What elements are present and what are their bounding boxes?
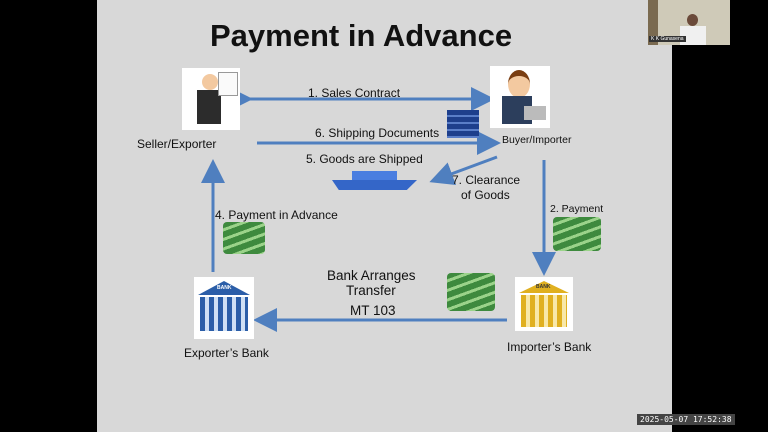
step-7-label-line1: 7. Clearance: [452, 173, 521, 187]
step-1-label: 1. Sales Contract: [308, 86, 401, 100]
timestamp: 2025-05-07 17:52:38: [637, 414, 735, 425]
buyer-label: Buyer/Importer: [502, 134, 572, 146]
participant-silhouette: [678, 14, 708, 45]
slide-title: Payment in Advance: [210, 18, 513, 53]
seller-figure: [182, 68, 240, 130]
seller-label: Seller/Exporter: [137, 137, 217, 151]
bank-sign: BANK: [217, 285, 232, 291]
step-2-label: 2. Payment: [550, 203, 604, 215]
participant-video-tile[interactable]: K K Gunasena: [648, 0, 730, 45]
bank-arranges-label: Bank Arranges: [327, 268, 416, 283]
buyer-figure: [490, 66, 550, 128]
mt103-label: MT 103: [350, 303, 396, 318]
documents-icon: [447, 110, 479, 138]
step-4-label: 4. Payment in Advance: [215, 208, 338, 222]
step-7-label-line2: of Goods: [461, 188, 510, 202]
participant-name: K K Gunasena: [649, 36, 686, 42]
transfer-label: Transfer: [346, 283, 396, 298]
step-6-label: 6. Shipping Documents: [315, 126, 440, 140]
importer-bank-icon: BANK: [515, 277, 573, 331]
importer-bank-label: Importer’s Bank: [507, 340, 592, 354]
money-icon: [447, 273, 495, 311]
bank-sign: BANK: [536, 284, 551, 290]
step-5-label: 5. Goods are Shipped: [306, 152, 423, 166]
exporter-bank-icon: BANK: [194, 277, 254, 339]
flow-arrows: [201, 87, 556, 332]
presentation-slide: Payment in Advance Seller/Exporter Buyer…: [97, 0, 672, 432]
money-icon: [223, 222, 265, 254]
money-icon: [553, 217, 601, 251]
exporter-bank-label: Exporter’s Bank: [184, 346, 269, 360]
ship-icon: [322, 168, 422, 192]
clearance-arrow: [429, 155, 498, 185]
